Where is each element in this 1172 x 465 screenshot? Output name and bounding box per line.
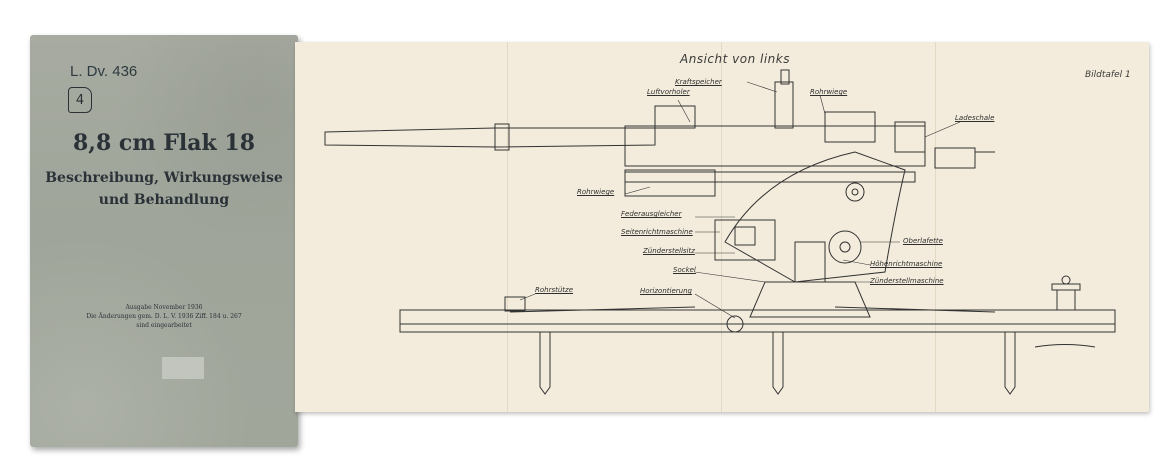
- pedestal: [749, 281, 871, 318]
- label-rohrwiege-top: Rohrwiege: [810, 88, 848, 96]
- label-horizontierung: Horizontierung: [640, 287, 692, 295]
- levelling-handwheel: [726, 315, 744, 333]
- edition-line: Ausgabe November 1936: [125, 304, 203, 311]
- gun-barrel: [324, 127, 656, 148]
- label-kraftspeicher: Kraftspeicher: [675, 78, 722, 86]
- ground-jack: [1004, 331, 1016, 395]
- amendments-line: Die Änderungen gem. D. L. V. 1936 Ziff. …: [86, 313, 242, 320]
- label-sticker: [162, 357, 204, 379]
- platform-outrigger: [399, 309, 1116, 333]
- label-sockel: Sockel: [673, 266, 696, 274]
- label-rohrwiege-left: Rohrwiege: [577, 188, 615, 196]
- edition-note: Ausgabe November 1936 Die Änderungen gem…: [30, 303, 298, 330]
- label-seitenrichtmaschine: Seitenrichtmaschine: [621, 228, 693, 236]
- subtitle-line-2: und Behandlung: [98, 192, 230, 208]
- upper-carriage: [724, 151, 906, 283]
- label-hoehenrichtmaschine: Höhenrichtmaschine: [870, 260, 943, 268]
- kraftspeicher-part: [774, 81, 794, 129]
- label-federausgleicher: Federausgleicher: [621, 210, 682, 218]
- ground-jack: [772, 331, 784, 395]
- fold-line: [935, 42, 936, 412]
- flak-gun-drawing: [324, 69, 1116, 395]
- document-code: L. Dv. 436: [70, 63, 138, 80]
- manual-cover: L. Dv. 436 4 8,8 cm Flak 18 Beschreibung…: [30, 35, 298, 447]
- cover-subtitle: Beschreibung, Wirkungsweise und Behandlu…: [30, 167, 298, 211]
- label-oberlafette: Oberlafette: [903, 237, 943, 245]
- foldout-plate: Ansicht von links Bildtafel 1: [295, 42, 1149, 412]
- cover-title: 8,8 cm Flak 18: [72, 130, 255, 156]
- ground-jack: [539, 331, 551, 395]
- label-luftvorholer: Luftvorholer: [647, 88, 690, 96]
- rohrstuetze-part: [504, 296, 526, 312]
- label-zuenderstellsitz: Zünderstellsitz: [643, 247, 695, 255]
- plate-number: Bildtafel 1: [1085, 70, 1131, 80]
- fold-line: [721, 42, 722, 412]
- plate-heading: Ansicht von links: [680, 52, 790, 66]
- label-ladeschale: Ladeschale: [955, 114, 995, 122]
- cradle-body: [624, 125, 926, 167]
- fold-line: [507, 42, 508, 412]
- handwritten-mark: 4: [68, 87, 92, 113]
- inserted-line: sind eingearbeitet: [136, 322, 192, 329]
- seitenrichtmaschine-part: [714, 219, 776, 261]
- subtitle-line-1: Beschreibung, Wirkungsweise: [45, 170, 283, 186]
- elevation-handwheel: [828, 230, 862, 264]
- rohrwiege-left-part: [624, 169, 716, 197]
- label-zuenderstellmaschine: Zünderstellmaschine: [870, 277, 944, 285]
- label-rohrstuetze: Rohrstütze: [535, 286, 574, 294]
